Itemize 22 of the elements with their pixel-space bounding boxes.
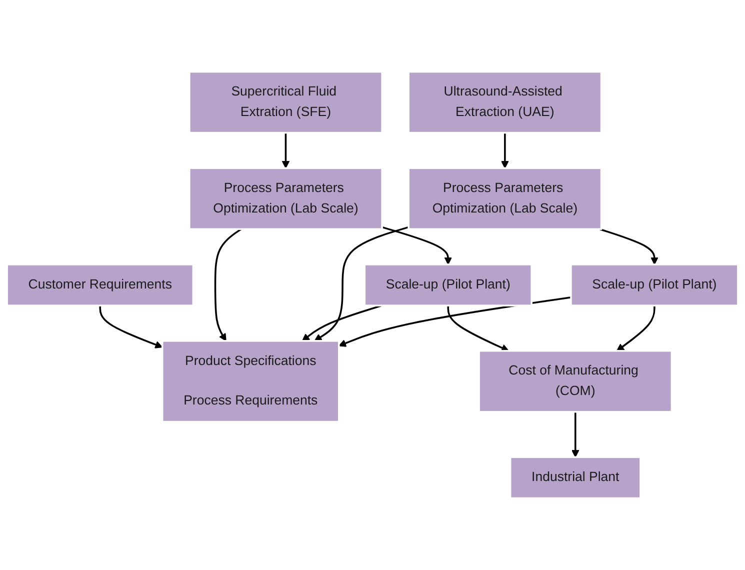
arrow: [599, 228, 658, 265]
arrow: [282, 132, 290, 168]
node-box: Cost of Manufacturing (COM): [478, 350, 673, 413]
node-box: Scale-up (Pilot Plant): [570, 264, 739, 306]
node-box: Ultrasound-Assisted Extraction (UAE): [408, 70, 602, 134]
arrow: [447, 306, 509, 352]
node-box: Scale-up (Pilot Plant): [364, 264, 532, 306]
arrow: [214, 228, 242, 342]
arrow: [99, 306, 163, 348]
arrow: [572, 412, 580, 458]
node-box: Customer Requirements: [6, 264, 194, 306]
node-box: Product Specifications Process Requirements: [161, 340, 340, 423]
arrow: [382, 226, 452, 265]
node-box: Supercritical Fluid Extration (SFE): [188, 70, 383, 134]
arrow: [314, 226, 409, 342]
arrow: [501, 132, 509, 168]
node-box: Process Parameters Optimization (Lab Scale): [408, 167, 602, 230]
node-box: Industrial Plant: [509, 456, 642, 500]
node-box: Process Parameters Optimization (Lab Scale): [188, 167, 383, 230]
arrow: [338, 296, 572, 347]
arrow: [616, 306, 656, 352]
arrow: [302, 304, 382, 342]
